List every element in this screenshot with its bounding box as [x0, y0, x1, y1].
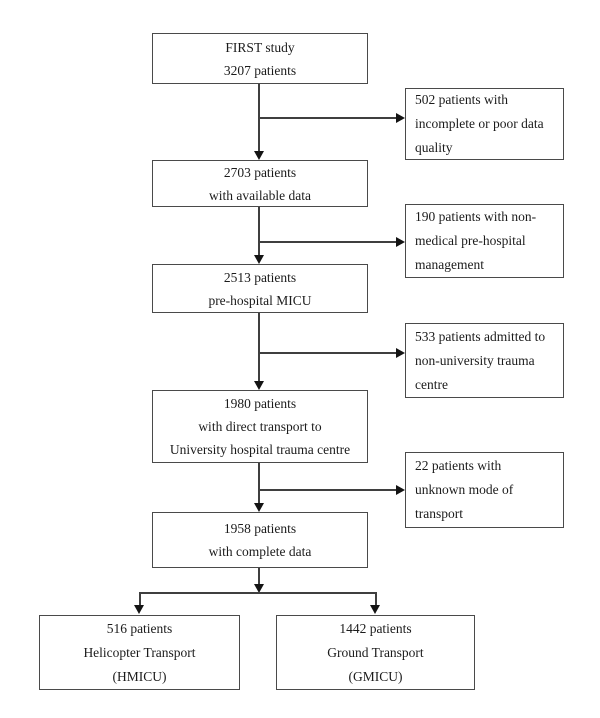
connector-branch-3 [259, 352, 397, 354]
arrowhead-right-2 [396, 236, 405, 247]
box-text-line: 1980 patients [223, 396, 297, 411]
arrowhead-right-1 [396, 112, 405, 123]
flow-box-first-study: FIRST study 3207 patients [152, 33, 368, 84]
box-text-line: 1442 patients [339, 620, 412, 636]
box-text-line: centre [415, 376, 448, 392]
box-text-line: 3207 patients [223, 62, 297, 78]
connector-branch-1 [259, 117, 397, 119]
box-text-line: 516 patients [106, 620, 173, 636]
connector-branch-2 [259, 241, 397, 243]
arrowhead-down-5 [253, 584, 264, 593]
arrowhead-down-right [370, 605, 380, 614]
exclusion-box-non-medical: 190 patients with non- medical pre-hospi… [405, 204, 564, 278]
outcome-box-helicopter: 516 patients Helicopter Transport (HMICU… [39, 615, 240, 690]
flow-box-direct-transport: 1980 patients with direct transport to U… [152, 390, 368, 463]
exclusion-box-incomplete-data: 502 patients with incomplete or poor dat… [405, 88, 564, 160]
exclusion-box-non-university: 533 patients admitted to non-university … [405, 323, 564, 398]
arrowhead-down-1 [253, 151, 264, 160]
arrowhead-down-4 [253, 503, 264, 512]
box-text-line: management [415, 257, 484, 272]
arrowhead-right-4 [396, 484, 405, 495]
box-text-line: 502 patients with [415, 92, 508, 107]
flow-box-prehospital-micu: 2513 patients pre-hospital MICU [152, 264, 368, 313]
box-text-line: (GMICU) [348, 668, 403, 684]
box-text-line: Helicopter Transport [83, 644, 196, 660]
connector-main-5 [258, 568, 260, 585]
box-text-line: 190 patients with non- [415, 209, 537, 224]
connector-main-2 [258, 207, 260, 256]
box-text-line: medical pre-hospital [415, 233, 526, 248]
box-text-line: 22 patients with [415, 458, 502, 473]
outcome-box-ground: 1442 patients Ground Transport (GMICU) [276, 615, 475, 690]
flow-box-available-data: 2703 patients with available data [152, 160, 368, 207]
box-text-line: 2513 patients [223, 269, 297, 285]
box-text-line: with complete data [208, 544, 312, 559]
exclusion-box-unknown-transport: 22 patients with unknown mode of transpo… [405, 452, 564, 528]
connector-branch-4 [259, 489, 397, 491]
box-text-line: incomplete or poor data [415, 116, 544, 131]
box-text-line: University hospital trauma centre [169, 442, 351, 457]
arrowhead-down-3 [253, 381, 264, 390]
connector-main-3 [258, 313, 260, 382]
box-text-line: Ground Transport [327, 644, 424, 660]
box-text-line: pre-hospital MICU [208, 292, 312, 308]
box-text-line: unknown mode of [415, 482, 514, 497]
flow-box-complete-data: 1958 patients with complete data [152, 512, 368, 568]
box-text-line: 1958 patients [223, 521, 297, 536]
arrowhead-right-3 [396, 347, 405, 358]
connector-split-left [138, 594, 141, 605]
connector-split-right [374, 594, 377, 605]
box-text-line: (HMICU) [112, 668, 167, 684]
arrowhead-down-left [134, 605, 144, 614]
arrowhead-down-2 [253, 255, 264, 264]
box-text-line: quality [415, 140, 453, 155]
box-text-line: 2703 patients [223, 164, 297, 180]
box-text-line: with direct transport to [198, 419, 322, 434]
box-text-line: FIRST study [225, 39, 295, 55]
box-text-line: transport [415, 506, 463, 521]
box-text-line: non-university trauma [415, 352, 535, 368]
connector-main-4 [258, 463, 260, 504]
connector-split-horizontal [139, 592, 377, 594]
box-text-line: with available data [209, 187, 311, 203]
box-text-line: 533 patients admitted to [415, 328, 546, 344]
